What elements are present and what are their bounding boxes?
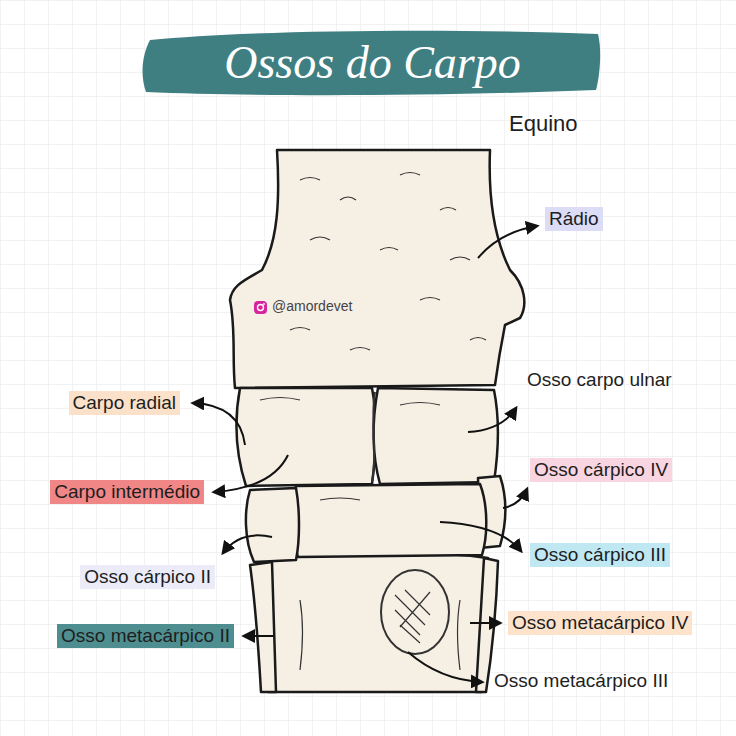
metacarpal-iii [262, 553, 488, 692]
part-label: Equino [505, 110, 582, 138]
leader-line [503, 489, 527, 508]
part-label: Osso metacárpico III [490, 669, 672, 693]
part-label: Rádio [545, 207, 603, 231]
part-label: Carpo radial [69, 391, 181, 415]
part-label: Osso cárpico IV [530, 458, 672, 482]
part-label: Osso metacárpico II [57, 624, 234, 648]
ulnar-carpal [374, 388, 498, 484]
title: Ossos do Carpo [145, 30, 600, 94]
title-band [143, 31, 601, 96]
leader-line [470, 622, 500, 624]
part-label: Osso metacárpico IV [508, 611, 692, 635]
part-label: Osso cárpico II [80, 565, 215, 589]
metacarpal-ii [250, 562, 276, 692]
leader-line [223, 535, 272, 553]
leader-line [478, 226, 537, 258]
part-label: Osso carpo ulnar [523, 368, 676, 392]
carpal-ii [246, 488, 299, 562]
part-label: Osso cárpico III [530, 543, 670, 567]
leader-line [244, 635, 274, 637]
leader-line [193, 403, 245, 445]
leader-line [440, 522, 521, 551]
radial-carpal [237, 388, 376, 486]
carpal-iii [292, 484, 487, 557]
watermark: @amordevet [268, 298, 356, 316]
leader-line [408, 652, 482, 682]
radius-bone [230, 150, 524, 388]
leader-line [468, 408, 516, 432]
leader-line [214, 455, 288, 492]
instagram-icon [254, 301, 267, 314]
part-label: Carpo intermédio [50, 480, 204, 504]
